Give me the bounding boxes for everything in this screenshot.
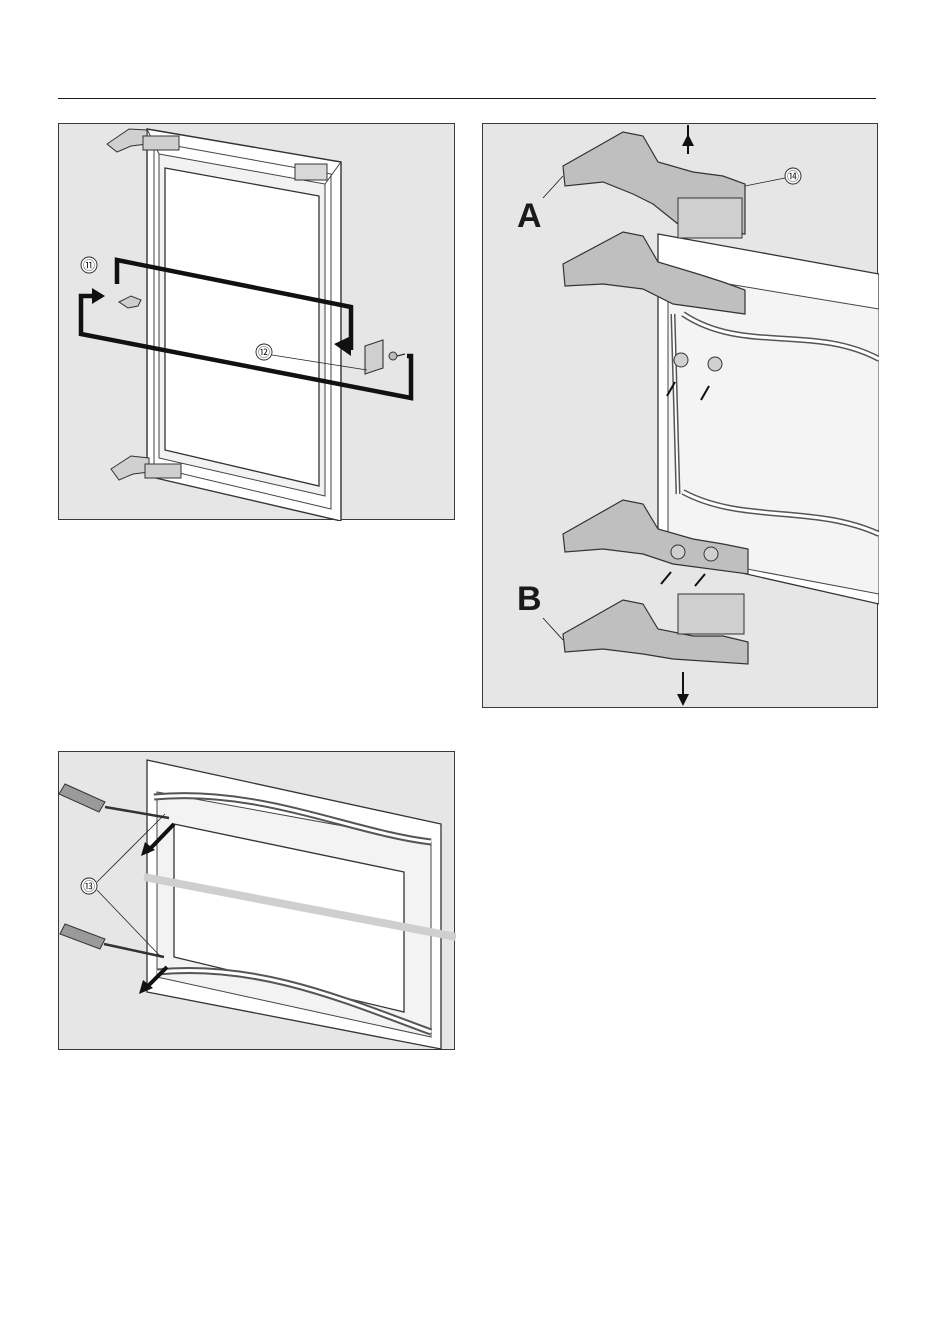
door-fixings-illustration: ⑪ ⑫ bbox=[59, 124, 456, 521]
figure-hinges: A B ⑭ bbox=[482, 123, 878, 708]
hinges-illustration: A B ⑭ bbox=[483, 124, 879, 709]
header-rule bbox=[58, 98, 876, 99]
callout-14: ⑭ bbox=[787, 170, 799, 184]
callout-12: ⑫ bbox=[258, 346, 270, 360]
figure-seal-removal: ⑬ bbox=[58, 751, 455, 1050]
seal-removal-illustration: ⑬ bbox=[59, 752, 456, 1051]
hinge-label-b: B bbox=[517, 580, 542, 618]
figure-door-fixings: ⑪ ⑫ bbox=[58, 123, 455, 520]
callout-13: ⑬ bbox=[83, 880, 95, 894]
callout-11: ⑪ bbox=[83, 259, 95, 273]
hinge-label-a: A bbox=[517, 197, 542, 235]
